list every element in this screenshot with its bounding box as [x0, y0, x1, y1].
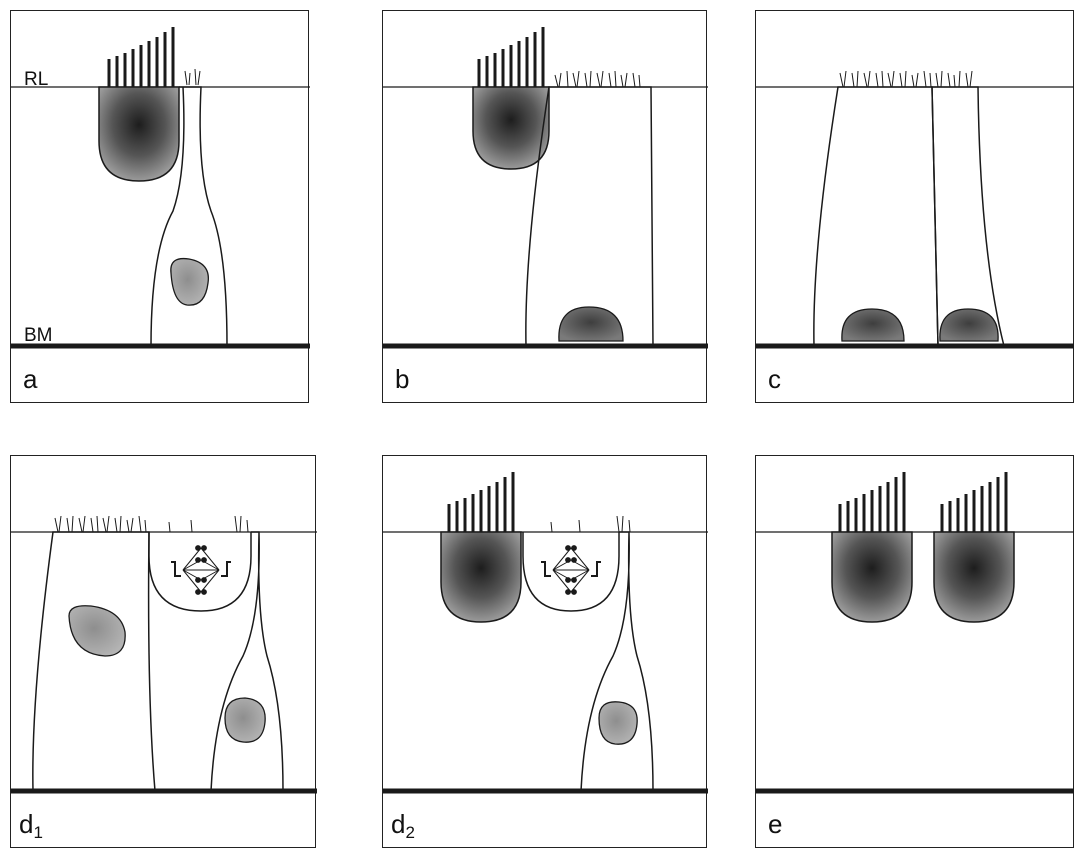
nucleus	[171, 259, 209, 306]
nucleus-left	[69, 606, 125, 656]
panel-c: c	[755, 10, 1074, 403]
panel-e: e	[755, 455, 1074, 848]
microvilli-remnant	[169, 516, 248, 532]
stereocilia-bundle	[479, 27, 543, 87]
dividing-cell	[149, 532, 251, 611]
panel-d2: d2	[382, 455, 707, 848]
panel-b-label: b	[395, 364, 409, 395]
panel-b: b	[382, 10, 707, 403]
nucleus	[599, 702, 637, 744]
rl-label: RL	[24, 69, 48, 91]
dividing-cell	[523, 532, 619, 611]
microvilli	[55, 516, 146, 532]
nucleus-left	[842, 309, 904, 341]
microvilli	[555, 71, 640, 87]
panel-d1-diagram	[11, 456, 317, 849]
panel-b-diagram	[383, 11, 708, 404]
panel-e-diagram	[756, 456, 1074, 849]
panel-d1-label: d1	[19, 809, 43, 843]
nucleus	[559, 307, 623, 341]
panel-d2-diagram	[383, 456, 708, 849]
stereocilia-bundle-left	[840, 472, 904, 532]
stereocilia-bundle	[449, 472, 513, 532]
panel-c-label: c	[768, 364, 781, 395]
mitotic-spindle	[171, 546, 231, 595]
panel-a-label: a	[23, 364, 37, 395]
hair-cell	[473, 87, 549, 169]
panel-a-diagram	[11, 11, 310, 404]
nucleus-right	[940, 309, 998, 341]
stereocilia-bundle-right	[942, 472, 1006, 532]
supporting-cell-right	[932, 87, 1004, 346]
mitotic-spindle	[541, 546, 601, 595]
microvilli-remnant	[551, 516, 630, 532]
supporting-cell-left	[814, 87, 938, 346]
supporting-cell-right	[211, 532, 283, 791]
panel-c-diagram	[756, 11, 1074, 404]
hair-cell-right	[934, 532, 1014, 622]
hair-cell-left	[832, 532, 912, 622]
supporting-cell	[581, 532, 653, 791]
nucleus-right	[225, 698, 265, 742]
microvilli	[185, 69, 200, 85]
panel-e-label: e	[768, 809, 782, 840]
panel-d2-label: d2	[391, 809, 415, 843]
panel-d1: d1	[10, 455, 316, 848]
hair-cell	[99, 87, 179, 181]
bm-label: BM	[24, 325, 53, 347]
microvilli	[840, 71, 972, 87]
stereocilia-bundle	[109, 27, 173, 87]
supporting-cell-left	[33, 532, 155, 791]
hair-cell	[441, 532, 521, 622]
panel-a: RL BM a	[10, 10, 309, 403]
